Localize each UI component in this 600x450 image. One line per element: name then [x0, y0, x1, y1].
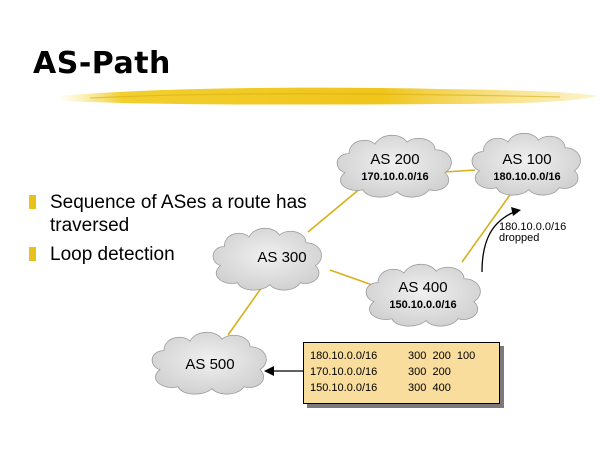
bullet-item: Sequence of ASes a route has traversed [26, 191, 326, 237]
slide-title: AS-Path [33, 46, 171, 81]
route-table: 180.10.0.0/16 300 200 100 170.10.0.0/16 … [303, 342, 500, 404]
route-as-path: 300 400 [408, 382, 451, 394]
node-as300: AS 300 [232, 249, 332, 267]
dropped-status: dropped [499, 232, 540, 244]
title-underline-brush-streak [89, 93, 561, 99]
link-as200-as100 [444, 169, 476, 173]
bullet-list: Sequence of ASes a route has traversed L… [26, 191, 326, 272]
link-as300-as400 [329, 269, 379, 288]
table-row: 150.10.0.0/16 300 400 [310, 380, 475, 396]
node-as100: AS 100 180.10.0.0/16 [477, 151, 577, 185]
node-label: AS 100 [502, 151, 552, 168]
node-as500: AS 500 [160, 356, 260, 374]
bullet-text: Loop detection [50, 244, 175, 265]
table-to-as500-arrowhead [264, 366, 274, 376]
title-underline-brush [58, 87, 597, 105]
route-table-grid: 180.10.0.0/16 300 200 100 170.10.0.0/16 … [310, 348, 475, 396]
route-prefix: 170.10.0.0/16 [310, 366, 378, 378]
node-as400: AS 400 150.10.0.0/16 [373, 279, 473, 313]
link-as300-as200 [307, 186, 363, 233]
node-label: AS 200 [370, 151, 420, 168]
route-prefix: 150.10.0.0/16 [310, 382, 378, 394]
table-row: 180.10.0.0/16 300 200 100 [310, 348, 475, 364]
dropped-note: 180.10.0.0/16 dropped [499, 222, 566, 244]
link-as300-as500 [227, 286, 263, 336]
table-row: 170.10.0.0/16 300 200 [310, 364, 475, 380]
node-label: AS 300 [257, 249, 307, 266]
bullet-marker [29, 247, 36, 261]
link-lines [227, 169, 513, 336]
link-as400-as100 [461, 191, 513, 263]
node-as200: AS 200 170.10.0.0/16 [345, 151, 445, 185]
bullet-item: Loop detection [26, 243, 326, 266]
node-prefix: 170.10.0.0/16 [361, 171, 429, 183]
node-prefix: 150.10.0.0/16 [389, 299, 457, 311]
node-prefix: 180.10.0.0/16 [493, 171, 561, 183]
bullet-marker [29, 195, 36, 209]
dropped-arrowhead [511, 207, 521, 216]
dropped-arrow [481, 211, 515, 273]
route-as-path: 300 200 100 [408, 350, 476, 362]
dropped-prefix: 180.10.0.0/16 [499, 221, 567, 233]
route-prefix: 180.10.0.0/16 [310, 350, 378, 362]
node-label: AS 400 [398, 279, 448, 296]
bullet-text: Sequence of ASes a route has traversed [50, 192, 307, 236]
node-label: AS 500 [185, 356, 235, 373]
route-as-path: 300 200 [408, 366, 451, 378]
